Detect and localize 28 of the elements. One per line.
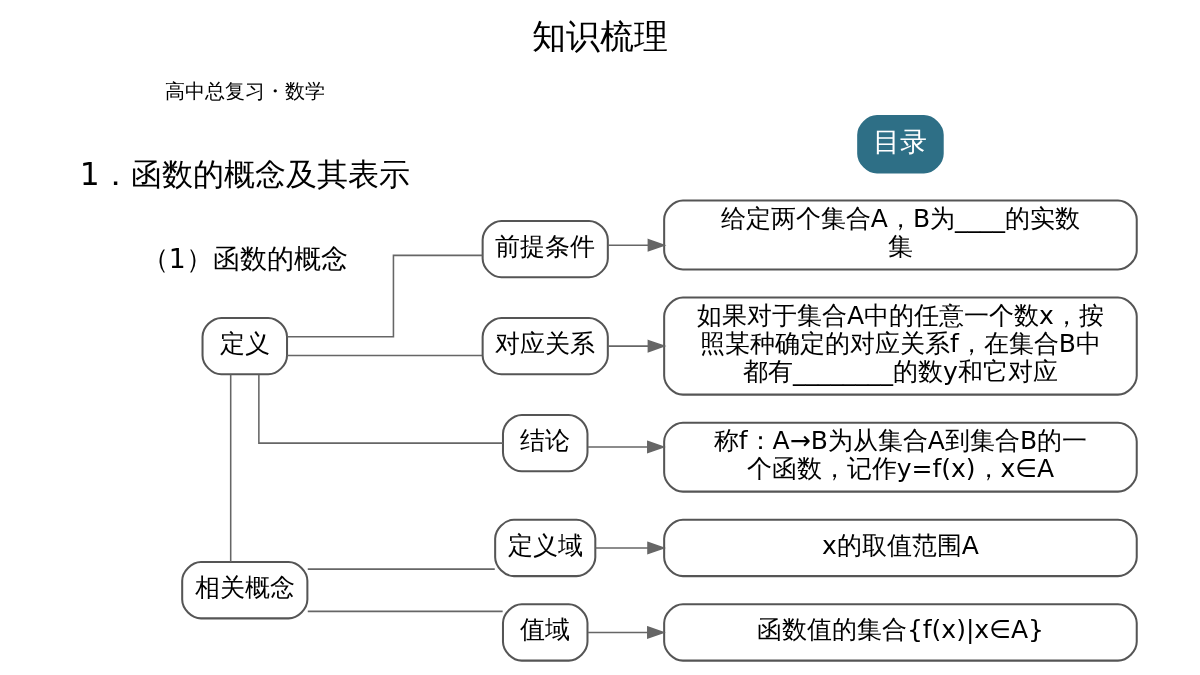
connector [258,373,504,444]
node-box: 值域 [501,603,589,662]
node-box: 如果对于集合A中的任意一个数x，按照某种确定的对应关系f，在集合B中都有________的数y和它对应 [663,296,1138,396]
label: （1）函数的概念 [141,243,348,275]
label: 高中总复习・数学 [164,78,325,103]
node-box: 结论 [501,413,589,473]
node-box: x的取值范围A [663,518,1138,578]
connector [286,254,484,338]
node-box: 称f：A→B为从集合A到集合B的一个函数，记作y=f(x)，x∈A [663,421,1138,493]
arrow [587,440,666,454]
node-box: 给定两个集合A，B为____的实数集 [663,199,1138,271]
arrow [607,339,667,353]
node-box: 定义域 [494,518,597,578]
connector [229,373,232,563]
connector [307,568,496,570]
node-box: 函数值的集合{f(x)|x∈A} [663,603,1138,662]
label: 目录 [873,125,928,157]
node-box: 相关概念 [181,561,309,620]
diagram-title: 知识梳理 [532,16,668,57]
connector [286,354,483,357]
connector [307,610,504,613]
label: 1．函数的概念及其表示 [79,155,410,192]
arrow [594,541,666,555]
arrow [587,625,666,640]
node-box: 定义 [201,316,289,376]
arrow [607,238,667,252]
node-box: 对应关系 [481,316,609,376]
node-box: 前提条件 [481,219,609,279]
